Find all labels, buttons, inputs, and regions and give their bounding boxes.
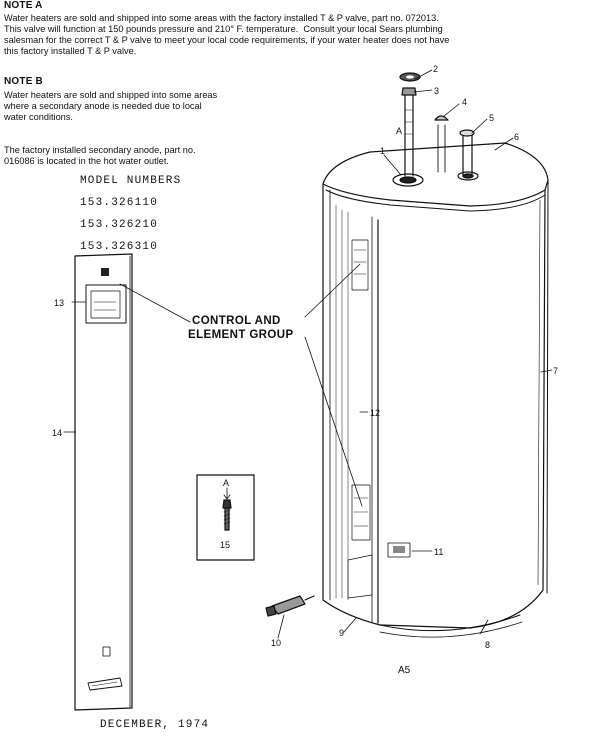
note-b-line: water conditions. [4,112,73,122]
water-heater-body [322,72,549,638]
jacket-access-panel [74,253,133,711]
callout-a-top: A [396,126,402,136]
page-code: A5 [398,665,411,676]
callout-10: 10 [271,638,281,648]
callout-2: 2 [433,64,438,74]
note-a-line: salesman for the correct T & P valve to … [4,35,450,45]
callout-a-inset: A [223,478,229,488]
note-b-line: Water heaters are sold and shipped into … [4,90,218,100]
callout-13: 13 [54,298,64,308]
model-number: 153.326110 [80,197,159,209]
callout-1: 1 [380,146,385,156]
control-element-group-label-1: CONTROL AND [192,315,281,327]
note-a-heading: NOTE A [4,0,43,11]
note-a-line: This valve will function at 150 pounds p… [4,24,443,34]
model-number: 153.326310 [80,241,159,253]
drain-valve [265,595,315,617]
callout-3: 3 [434,86,439,96]
callout-15: 15 [220,540,230,550]
note-b-line: 016086 is located in the hot water outle… [4,156,169,166]
callout-14: 14 [52,428,62,438]
callout-6: 6 [514,132,519,142]
note-b-line: where a secondary anode is needed due to… [4,101,202,111]
callout-5: 5 [489,113,494,123]
model-number: 153.326210 [80,219,159,231]
secondary-anode-inset [196,474,255,561]
control-element-group-label-2: ELEMENT GROUP [188,329,294,341]
callout-9: 9 [339,628,344,638]
callout-8: 8 [485,640,490,650]
model-numbers-heading: MODEL NUMBERS [80,175,182,187]
note-a-line: this factory installed T & P valve. [4,46,137,56]
callout-12: 12 [370,408,380,418]
note-a-line: Water heaters are sold and shipped into … [4,13,439,23]
note-b-heading: NOTE B [4,76,43,87]
callout-7: 7 [553,366,558,376]
callout-11: 11 [434,547,443,557]
note-b-line: The factory installed secondary anode, p… [4,145,196,155]
document-date: DECEMBER, 1974 [100,719,210,731]
callout-4: 4 [462,97,467,107]
